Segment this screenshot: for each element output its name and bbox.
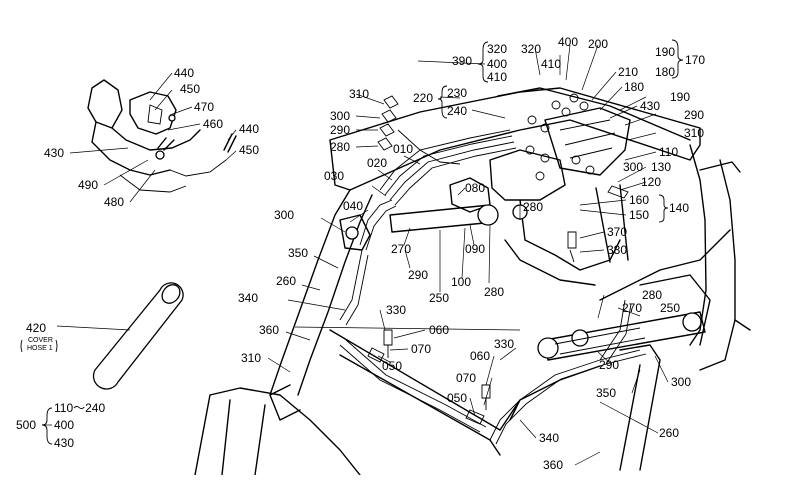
label-250: 250 (660, 301, 680, 315)
label-480: 480 (104, 195, 124, 209)
label-180: 180 (655, 65, 675, 79)
label-260: 260 (276, 274, 296, 288)
label-060: 060 (470, 349, 490, 363)
label-400: 400 (487, 57, 507, 71)
label-150: 150 (629, 208, 649, 222)
label-220: 220 (413, 91, 433, 105)
label-440: 440 (174, 66, 194, 80)
label-370: 370 (607, 225, 627, 239)
label-430: 430 (44, 146, 64, 160)
label-320: 320 (487, 42, 507, 56)
label-400: 400 (558, 35, 578, 49)
label-070: 070 (411, 342, 431, 356)
label-060: 060 (429, 323, 449, 337)
label-380: 380 (607, 243, 627, 257)
label-020: 020 (367, 156, 387, 170)
inset-detail (87, 79, 237, 193)
hose-cover-420 (92, 282, 184, 390)
label-300: 300 (623, 160, 643, 174)
label-280: 280 (330, 140, 350, 154)
label-190: 190 (670, 90, 690, 104)
label-250: 250 (429, 291, 449, 305)
label-050: 050 (447, 391, 467, 405)
label-160: 160 (629, 193, 649, 207)
label-080: 080 (465, 181, 485, 195)
brace-marks (20, 39, 684, 445)
label-110-240: 110～240 (54, 401, 105, 415)
label-340: 340 (539, 431, 559, 445)
label-340: 340 (238, 291, 258, 305)
label-300: 300 (671, 375, 691, 389)
leader-lines (42, 44, 669, 466)
label-450: 450 (239, 143, 259, 157)
label-420-sub1: COVER (28, 337, 53, 344)
label-090: 090 (465, 242, 485, 256)
label-410: 410 (487, 70, 507, 84)
label-420: 420 (26, 321, 46, 335)
label-420-sub2: HOSE 1 (27, 345, 53, 352)
hoses (339, 93, 647, 445)
label-200: 200 (588, 37, 608, 51)
label-190: 190 (655, 45, 675, 59)
label-460: 460 (203, 117, 223, 131)
label-130: 130 (651, 160, 671, 174)
label-450: 450 (180, 82, 200, 96)
label-500: 500 (16, 418, 36, 432)
label-260: 260 (659, 426, 679, 440)
label-300: 300 (330, 109, 350, 123)
label-290: 290 (330, 123, 350, 137)
label-270: 270 (622, 301, 642, 315)
label-280: 280 (642, 288, 662, 302)
label-330: 330 (386, 303, 406, 317)
label-120: 120 (641, 175, 661, 189)
part-labels: 440 450 470 460 440 450 430 490 480 310 … (16, 35, 705, 472)
label-320: 320 (521, 42, 541, 56)
label-310: 310 (241, 351, 261, 365)
label-290: 290 (408, 268, 428, 282)
label-410: 410 (541, 57, 561, 71)
label-010: 010 (393, 142, 413, 156)
label-360: 360 (543, 458, 563, 472)
label-290: 290 (599, 358, 619, 372)
label-430: 430 (640, 99, 660, 113)
label-310: 310 (349, 87, 369, 101)
label-280: 280 (484, 285, 504, 299)
label-030: 030 (324, 169, 344, 183)
label-270: 270 (391, 242, 411, 256)
label-490: 490 (78, 178, 98, 192)
label-330: 330 (494, 337, 514, 351)
label-180: 180 (624, 80, 644, 94)
label-100: 100 (451, 275, 471, 289)
label-470: 470 (194, 100, 214, 114)
label-110: 110 (659, 145, 678, 159)
label-040: 040 (343, 199, 363, 213)
label-170: 170 (685, 53, 705, 67)
label-230: 230 (447, 86, 467, 100)
label-240: 240 (447, 104, 467, 118)
label-210: 210 (618, 65, 638, 79)
label-350: 350 (288, 246, 308, 260)
label-300: 300 (274, 208, 294, 222)
label-280: 280 (523, 200, 543, 214)
label-350: 350 (596, 386, 616, 400)
label-360: 360 (259, 323, 279, 337)
label-440: 440 (239, 122, 259, 136)
label-390: 390 (452, 54, 472, 68)
label-140: 140 (669, 201, 689, 215)
label-400: 400 (54, 418, 74, 432)
label-070: 070 (456, 371, 476, 385)
label-430: 430 (54, 436, 74, 450)
label-310: 310 (684, 126, 704, 140)
label-290: 290 (684, 108, 704, 122)
label-050: 050 (382, 359, 402, 373)
